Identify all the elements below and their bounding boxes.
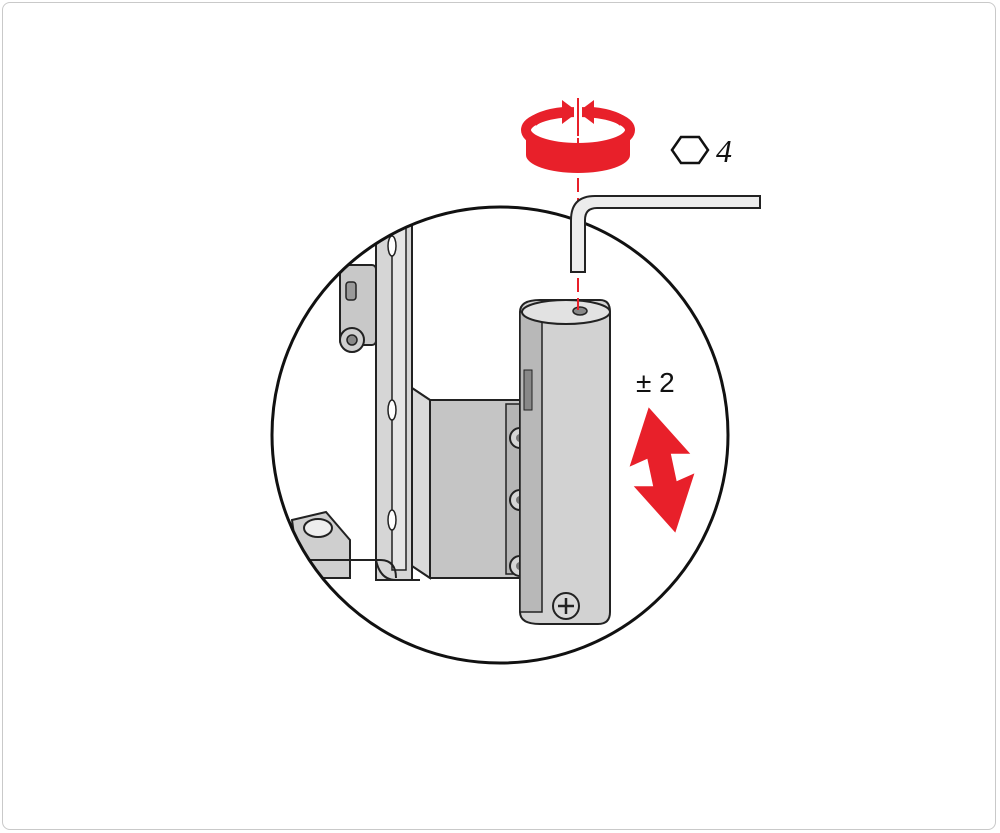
hinge-leaf [411, 386, 531, 580]
hinge-barrel [519, 299, 611, 625]
frame-profile [375, 207, 420, 581]
detail-circle-outline [270, 205, 730, 665]
allen-key [570, 195, 761, 273]
hex-key-size: 4 [670, 133, 732, 169]
adjustment-range-label: ± 2 [636, 367, 675, 398]
rotate-icon [521, 96, 635, 173]
hex-key-size-label: 4 [716, 133, 732, 169]
barrel-screw-icon [552, 592, 580, 620]
vertical-adjust-arrow-icon [629, 407, 695, 533]
upper-bracket [339, 264, 377, 353]
hinge-assembly [290, 207, 611, 625]
hex-key-icon [670, 135, 710, 165]
